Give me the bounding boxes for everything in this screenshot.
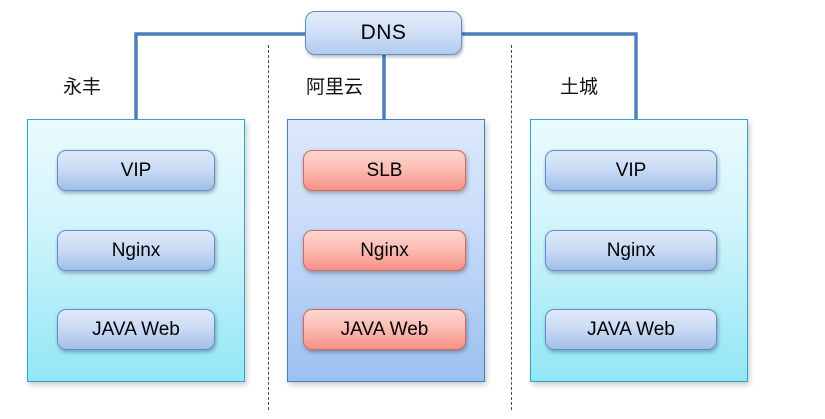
- region-label-0: 永丰: [63, 76, 102, 98]
- region-label-1: 阿里云: [306, 76, 364, 98]
- node-label: SLB: [366, 159, 403, 181]
- node-r1-nginx[interactable]: Nginx: [303, 230, 466, 271]
- node-r1-slb[interactable]: SLB: [303, 150, 466, 191]
- node-r0-javaweb[interactable]: JAVA Web: [57, 309, 215, 350]
- node-r0-nginx[interactable]: Nginx: [57, 230, 215, 271]
- region-label-2: 土城: [560, 76, 599, 98]
- node-label: JAVA Web: [587, 318, 675, 340]
- node-r2-nginx[interactable]: Nginx: [545, 230, 717, 271]
- node-r2-javaweb[interactable]: JAVA Web: [545, 309, 717, 350]
- node-label: VIP: [615, 159, 647, 181]
- node-label: Nginx: [360, 239, 409, 261]
- node-r2-vip[interactable]: VIP: [545, 150, 717, 191]
- dns-node-label: DNS: [360, 21, 407, 44]
- node-label: JAVA Web: [340, 318, 429, 340]
- node-label: JAVA Web: [92, 318, 180, 340]
- node-label: Nginx: [606, 239, 656, 261]
- node-r1-javaweb[interactable]: JAVA Web: [303, 309, 466, 350]
- node-label: Nginx: [111, 239, 161, 261]
- dns-node[interactable]: DNS: [305, 11, 462, 55]
- node-label: VIP: [120, 159, 152, 181]
- region-divider-right: [511, 45, 512, 410]
- node-r0-vip[interactable]: VIP: [57, 150, 215, 191]
- region-divider-left: [268, 45, 269, 410]
